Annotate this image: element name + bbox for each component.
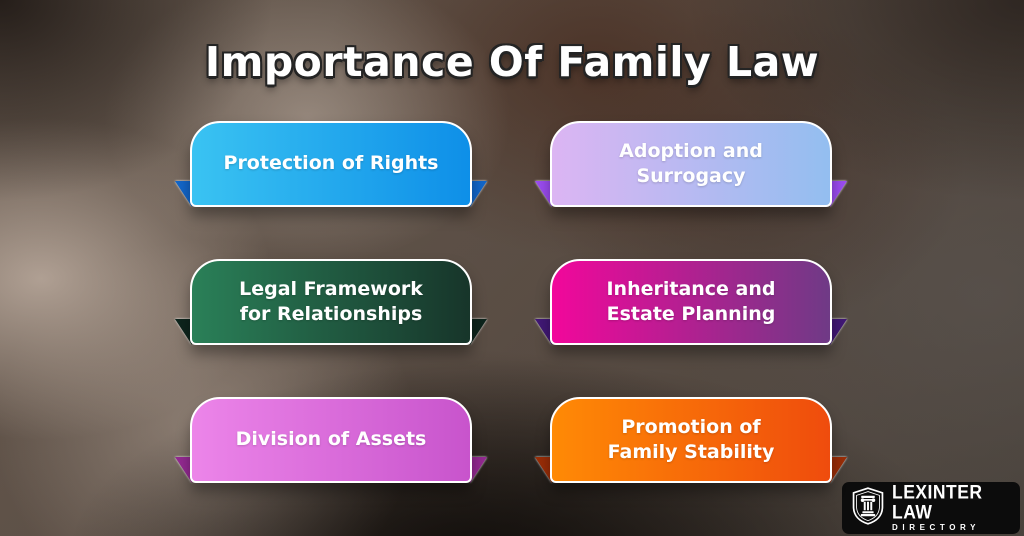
logo-subtitle: DIRECTORY xyxy=(892,522,981,532)
pillar-shield-icon xyxy=(851,487,885,529)
card-label: Inheritance and Estate Planning xyxy=(606,277,776,325)
ribbon-tail-right xyxy=(830,457,847,483)
page-title: Importance Of Family Law xyxy=(204,38,820,86)
ribbon-tail-right xyxy=(830,319,847,345)
ribbon-tail-left xyxy=(175,319,192,345)
ribbon-tail-right xyxy=(470,457,487,483)
card-label: Adoption and Surrogacy xyxy=(619,139,763,187)
ribbon-card: Inheritance and Estate Planning xyxy=(535,259,847,345)
card-label: Promotion of Family Stability xyxy=(607,415,775,463)
ribbon-tail-right xyxy=(830,181,847,207)
ribbon-tail-left xyxy=(535,181,552,207)
ribbon-card: Division of Assets xyxy=(175,397,487,483)
ribbon-tail-left xyxy=(175,181,192,207)
ribbon-tail-left xyxy=(535,319,552,345)
ribbon-panel: Protection of Rights xyxy=(190,121,472,207)
ribbon-card: Legal Framework for Relationships xyxy=(175,259,487,345)
card-label: Legal Framework for Relationships xyxy=(239,277,423,325)
logo-title: LEXINTER LAW xyxy=(892,480,983,523)
ribbon-panel: Inheritance and Estate Planning xyxy=(550,259,832,345)
ribbon-panel: Legal Framework for Relationships xyxy=(190,259,472,345)
ribbon-tail-right xyxy=(470,181,487,207)
ribbon-panel: Division of Assets xyxy=(190,397,472,483)
card-label: Division of Assets xyxy=(235,428,427,451)
ribbon-card: Adoption and Surrogacy xyxy=(535,121,847,207)
ribbon-tail-left xyxy=(535,457,552,483)
ribbon-tail-left xyxy=(175,457,192,483)
ribbon-panel: Adoption and Surrogacy xyxy=(550,121,832,207)
ribbon-tail-right xyxy=(470,319,487,345)
brand-logo: LEXINTER LAW DIRECTORY xyxy=(842,482,1020,534)
ribbon-panel: Promotion of Family Stability xyxy=(550,397,832,483)
ribbon-card: Protection of Rights xyxy=(175,121,487,207)
card-label: Protection of Rights xyxy=(223,152,439,175)
ribbon-card: Promotion of Family Stability xyxy=(535,397,847,483)
